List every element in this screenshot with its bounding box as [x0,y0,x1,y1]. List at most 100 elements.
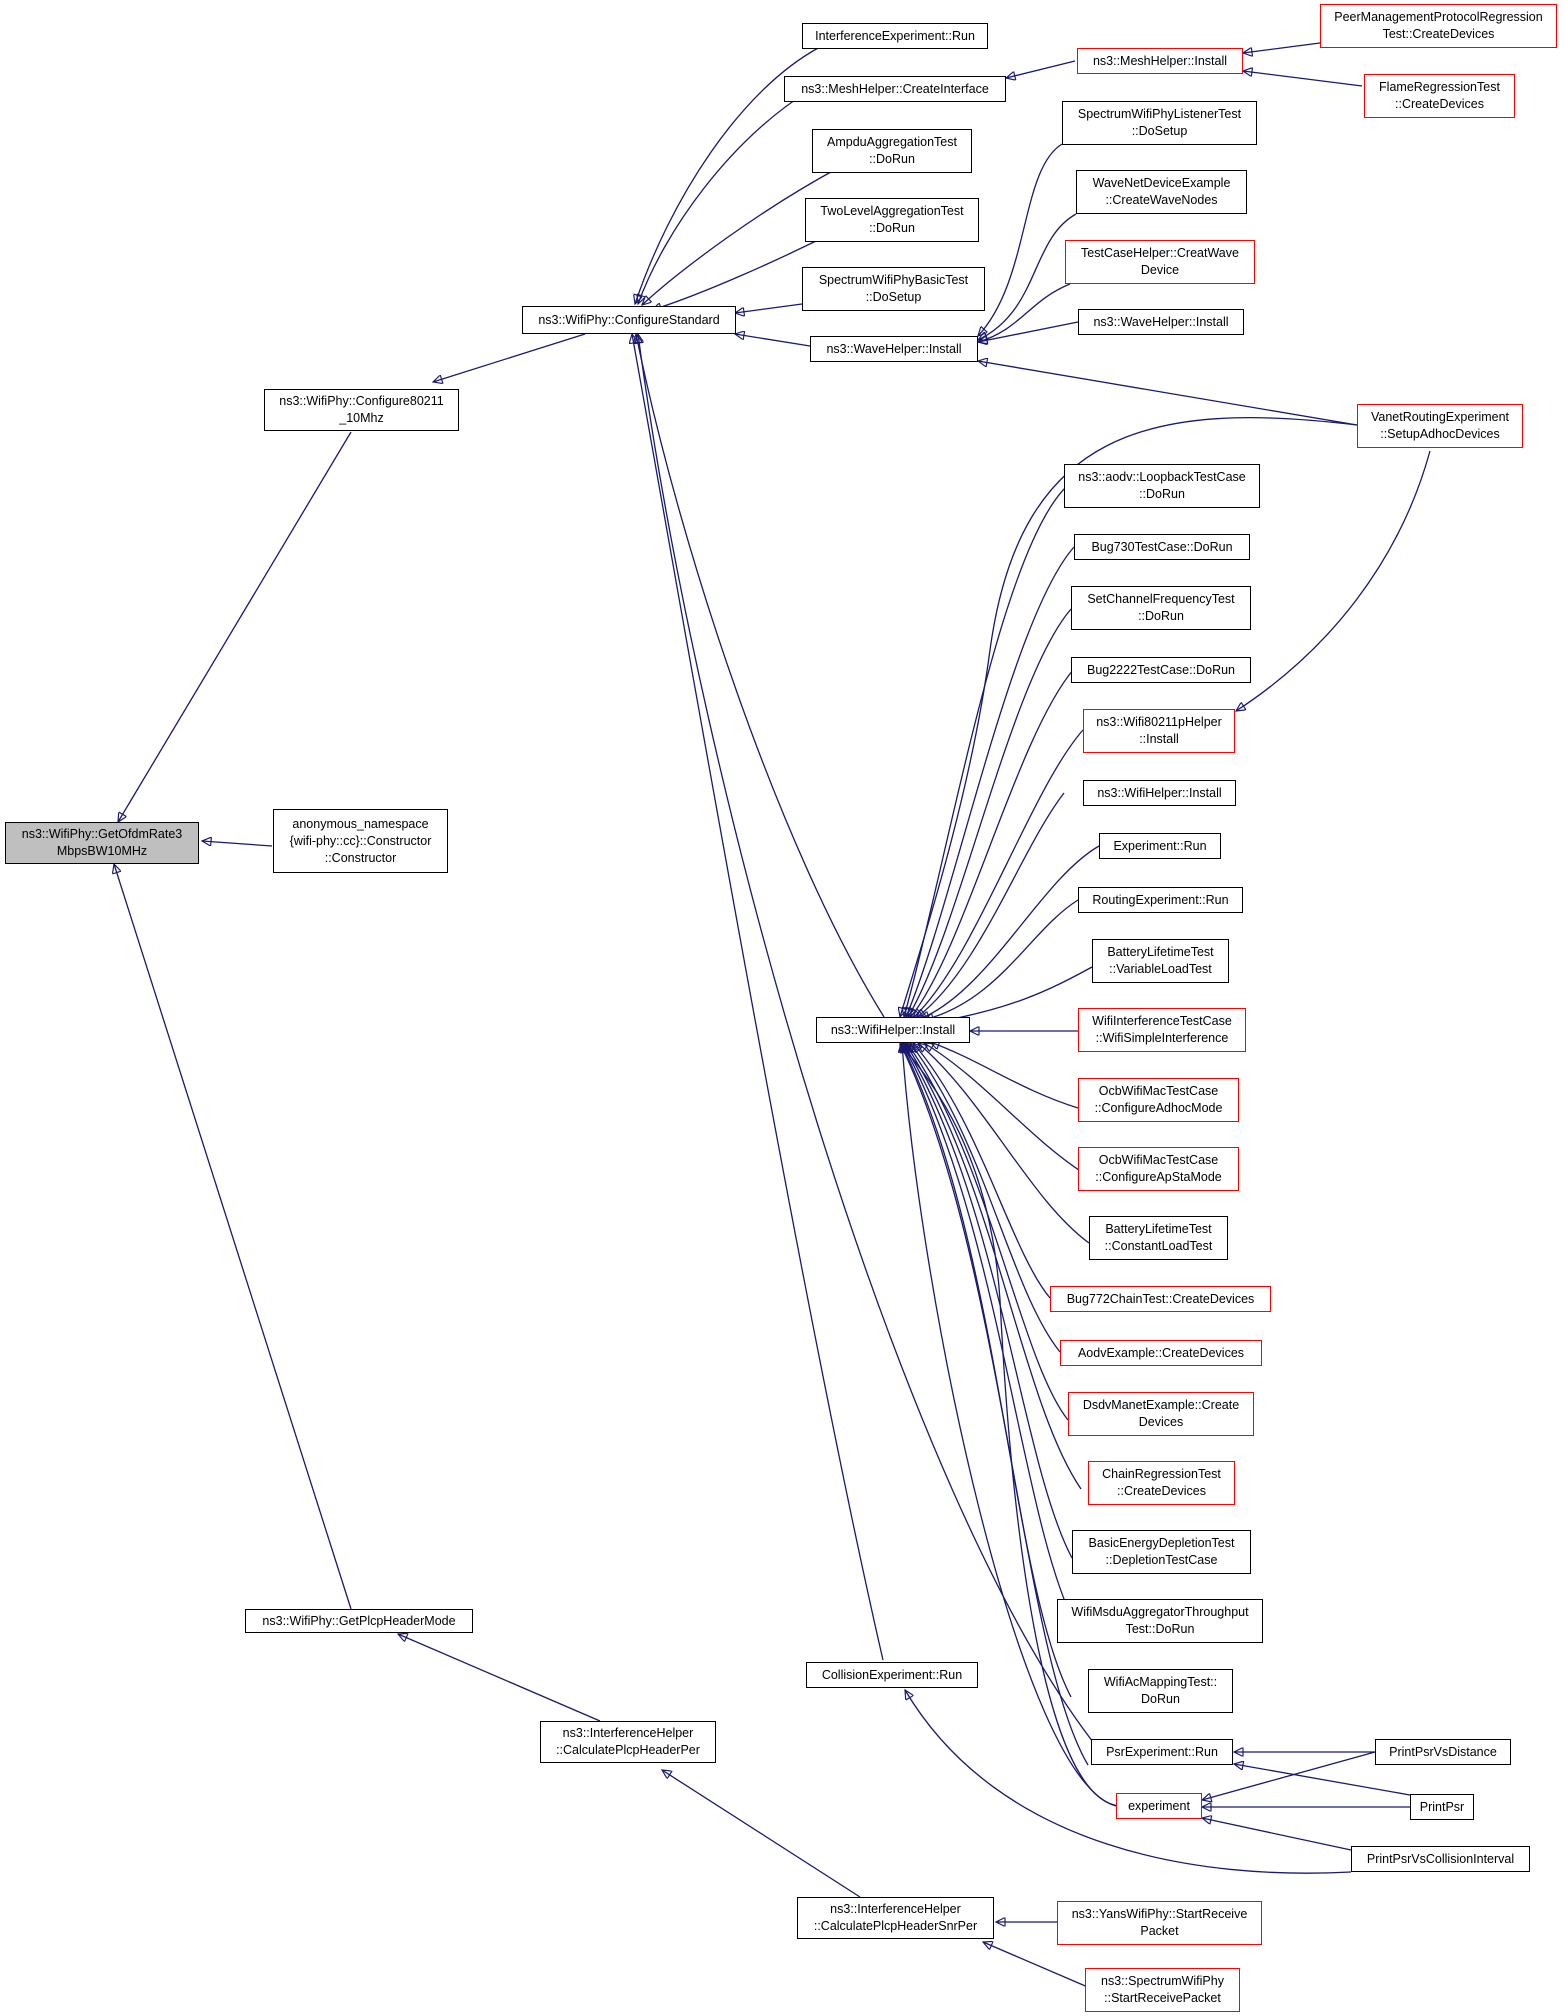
call-edge [1243,71,1363,87]
node-psr-experiment-run[interactable]: PsrExperiment::Run [1091,1739,1233,1765]
node-print-psr-vs-distance[interactable]: PrintPsrVsDistance [1375,1739,1511,1765]
call-edge [900,1043,1089,1766]
call-edge [118,431,352,822]
node-print-psr-vs-collision-interval[interactable]: PrintPsrVsCollisionInterval [1351,1846,1530,1872]
node-wave-net-device-example[interactable]: WaveNetDeviceExample ::CreateWaveNodes [1076,170,1247,214]
call-edge [1234,1764,1411,1796]
call-edge [903,1043,1073,1559]
call-edge [1243,42,1321,53]
node-test-case-helper[interactable]: TestCaseHelper::CreatWave Device [1065,240,1255,284]
node-collision-experiment-run[interactable]: CollisionExperiment::Run [806,1662,978,1688]
call-edge [642,166,841,305]
call-edge [978,213,1077,340]
call-edge [978,321,1079,342]
call-edge [632,334,884,1661]
call-edge [905,1690,1352,1874]
node-wave-helper-install[interactable]: ns3::WaveHelper::Install [810,336,978,362]
call-edge [638,89,811,304]
node-configure-standard[interactable]: ns3::WifiPhy::ConfigureStandard [522,306,736,334]
node-spectrum-start-receive-packet[interactable]: ns3::SpectrumWifiPhy ::StartReceivePacke… [1085,1968,1240,2012]
node-configure80211-10mhz[interactable]: ns3::WifiPhy::Configure80211 _10Mhz [264,389,459,431]
node-wave-helper-install-2[interactable]: ns3::WaveHelper::Install [1078,309,1244,335]
call-edge [930,1042,1079,1109]
node-yans-start-receive-packet[interactable]: ns3::YansWifiPhy::StartReceive Packet [1057,1901,1262,1945]
call-edge [900,1043,1121,1807]
call-edge [918,1043,1090,1244]
node-set-channel-frequency-test[interactable]: SetChannelFrequencyTest ::DoRun [1071,586,1251,630]
call-edge [924,899,1079,1020]
node-calculate-plcp-header-snr-per[interactable]: ns3::InterferenceHelper ::CalculatePlcpH… [797,1897,994,1939]
node-print-psr[interactable]: PrintPsr [1410,1794,1474,1820]
call-edge [920,845,1100,1019]
node-experiment-run[interactable]: Experiment::Run [1099,833,1221,859]
call-edge [910,1043,1061,1353]
node-spectrum-listener-test[interactable]: SpectrumWifiPhyListenerTest ::DoSetup [1062,101,1257,145]
call-edge [902,1043,1077,1627]
call-edge [910,669,1074,1018]
call-edge [978,143,1063,336]
node-flame-regression-test[interactable]: FlameRegressionTest ::CreateDevices [1364,74,1515,118]
node-get-ofdm-rate3mbps-bw10mhz: ns3::WifiPhy::GetOfdmRate3 MbpsBW10MHz [5,822,199,864]
node-basic-energy-depletion-test[interactable]: BasicEnergyDepletionTest ::DepletionTest… [1072,1530,1251,1574]
node-wifi-helper-install-2[interactable]: ns3::WifiHelper::Install [1083,780,1236,806]
call-edge [735,334,811,347]
node-ac-mapping-test[interactable]: WifiAcMappingTest:: DoRun [1088,1669,1233,1713]
node-bug730-test[interactable]: Bug730TestCase::DoRun [1074,534,1250,560]
node-wifi80211p-helper-install[interactable]: ns3::Wifi80211pHelper ::Install [1083,709,1235,753]
node-ocb-apsta-mode[interactable]: OcbWifiMacTestCase ::ConfigureApStaMode [1078,1147,1239,1191]
node-mesh-helper-install[interactable]: ns3::MeshHelper::Install [1077,48,1243,74]
call-edge [913,1043,1051,1299]
call-edge [902,1043,1117,1807]
call-edge [906,546,1075,1017]
node-calculate-plcp-header-per[interactable]: ns3::InterferenceHelper ::CalculatePlcpH… [540,1721,716,1763]
call-edge [114,864,352,1610]
call-edge [916,792,1065,1018]
call-edge [924,1043,1089,1177]
call-edge [636,334,885,1018]
node-wifi-interference-test[interactable]: WifiInterferenceTestCase ::WifiSimpleInt… [1078,1008,1246,1052]
node-spectrum-wifi-phy-basic-test[interactable]: SpectrumWifiPhyBasicTest ::DoSetup [802,267,985,311]
node-bug772-chain-test[interactable]: Bug772ChainTest::CreateDevices [1050,1286,1271,1312]
call-edge [1202,1818,1352,1851]
call-edge [978,283,1071,342]
call-edge [662,1770,861,1898]
call-edge [904,485,1068,1017]
node-get-plcp-header-mode[interactable]: ns3::WifiPhy::GetPlcpHeaderMode [245,1609,473,1633]
call-edge [433,333,586,382]
call-edge [930,966,1093,1023]
node-msdu-aggregator-throughput-test[interactable]: WifiMsduAggregatorThroughput Test::DoRun [1057,1599,1263,1643]
call-edge [202,841,273,847]
call-edge [913,729,1084,1018]
call-edge [908,608,1072,1017]
node-battery-variable-load-test[interactable]: BatteryLifetimeTest ::VariableLoadTest [1092,939,1229,983]
call-edge [901,1043,1072,1698]
node-aodv-example[interactable]: AodvExample::CreateDevices [1060,1340,1262,1366]
call-edge [1006,60,1076,78]
node-bug2222-test[interactable]: Bug2222TestCase::DoRun [1071,657,1251,683]
node-wifi-helper-install[interactable]: ns3::WifiHelper::Install [816,1017,970,1043]
call-edge [900,417,1358,1017]
call-edge [978,361,1358,426]
node-ocb-adhoc-mode[interactable]: OcbWifiMacTestCase ::ConfigureAdhocMode [1078,1078,1239,1122]
call-edge [1202,1751,1376,1800]
node-vanet-routing-experiment[interactable]: VanetRoutingExperiment ::SetupAdhocDevic… [1357,404,1523,448]
node-two-level-aggregation-test[interactable]: TwoLevelAggregationTest ::DoRun [805,198,979,242]
call-edge [983,1942,1091,1989]
node-chain-regression-test[interactable]: ChainRegressionTest ::CreateDevices [1088,1461,1235,1505]
call-edge [905,1043,1082,1490]
node-interference-experiment-run[interactable]: InterferenceExperiment::Run [802,23,988,49]
node-aodv-loopback-test[interactable]: ns3::aodv::LoopbackTestCase ::DoRun [1064,464,1260,508]
node-dsdv-manet-example[interactable]: DsdvManetExample::Create Devices [1068,1392,1254,1436]
call-edge [1236,450,1431,711]
call-edge [638,334,1101,1752]
node-battery-constant-load-test[interactable]: BatteryLifetimeTest ::ConstantLoadTest [1089,1216,1228,1260]
node-experiment[interactable]: experiment [1116,1793,1202,1819]
node-routing-experiment-run[interactable]: RoutingExperiment::Run [1078,887,1243,913]
node-anonymous-namespace-constructor[interactable]: anonymous_namespace {wifi-phy::cc}::Cons… [273,809,448,873]
node-ampdu-aggregation-test[interactable]: AmpduAggregationTest ::DoRun [812,129,972,173]
call-edge [398,1634,601,1722]
node-mesh-create-interface[interactable]: ns3::MeshHelper::CreateInterface [784,76,1006,102]
node-peer-management-test[interactable]: PeerManagementProtocolRegression Test::C… [1320,4,1557,48]
